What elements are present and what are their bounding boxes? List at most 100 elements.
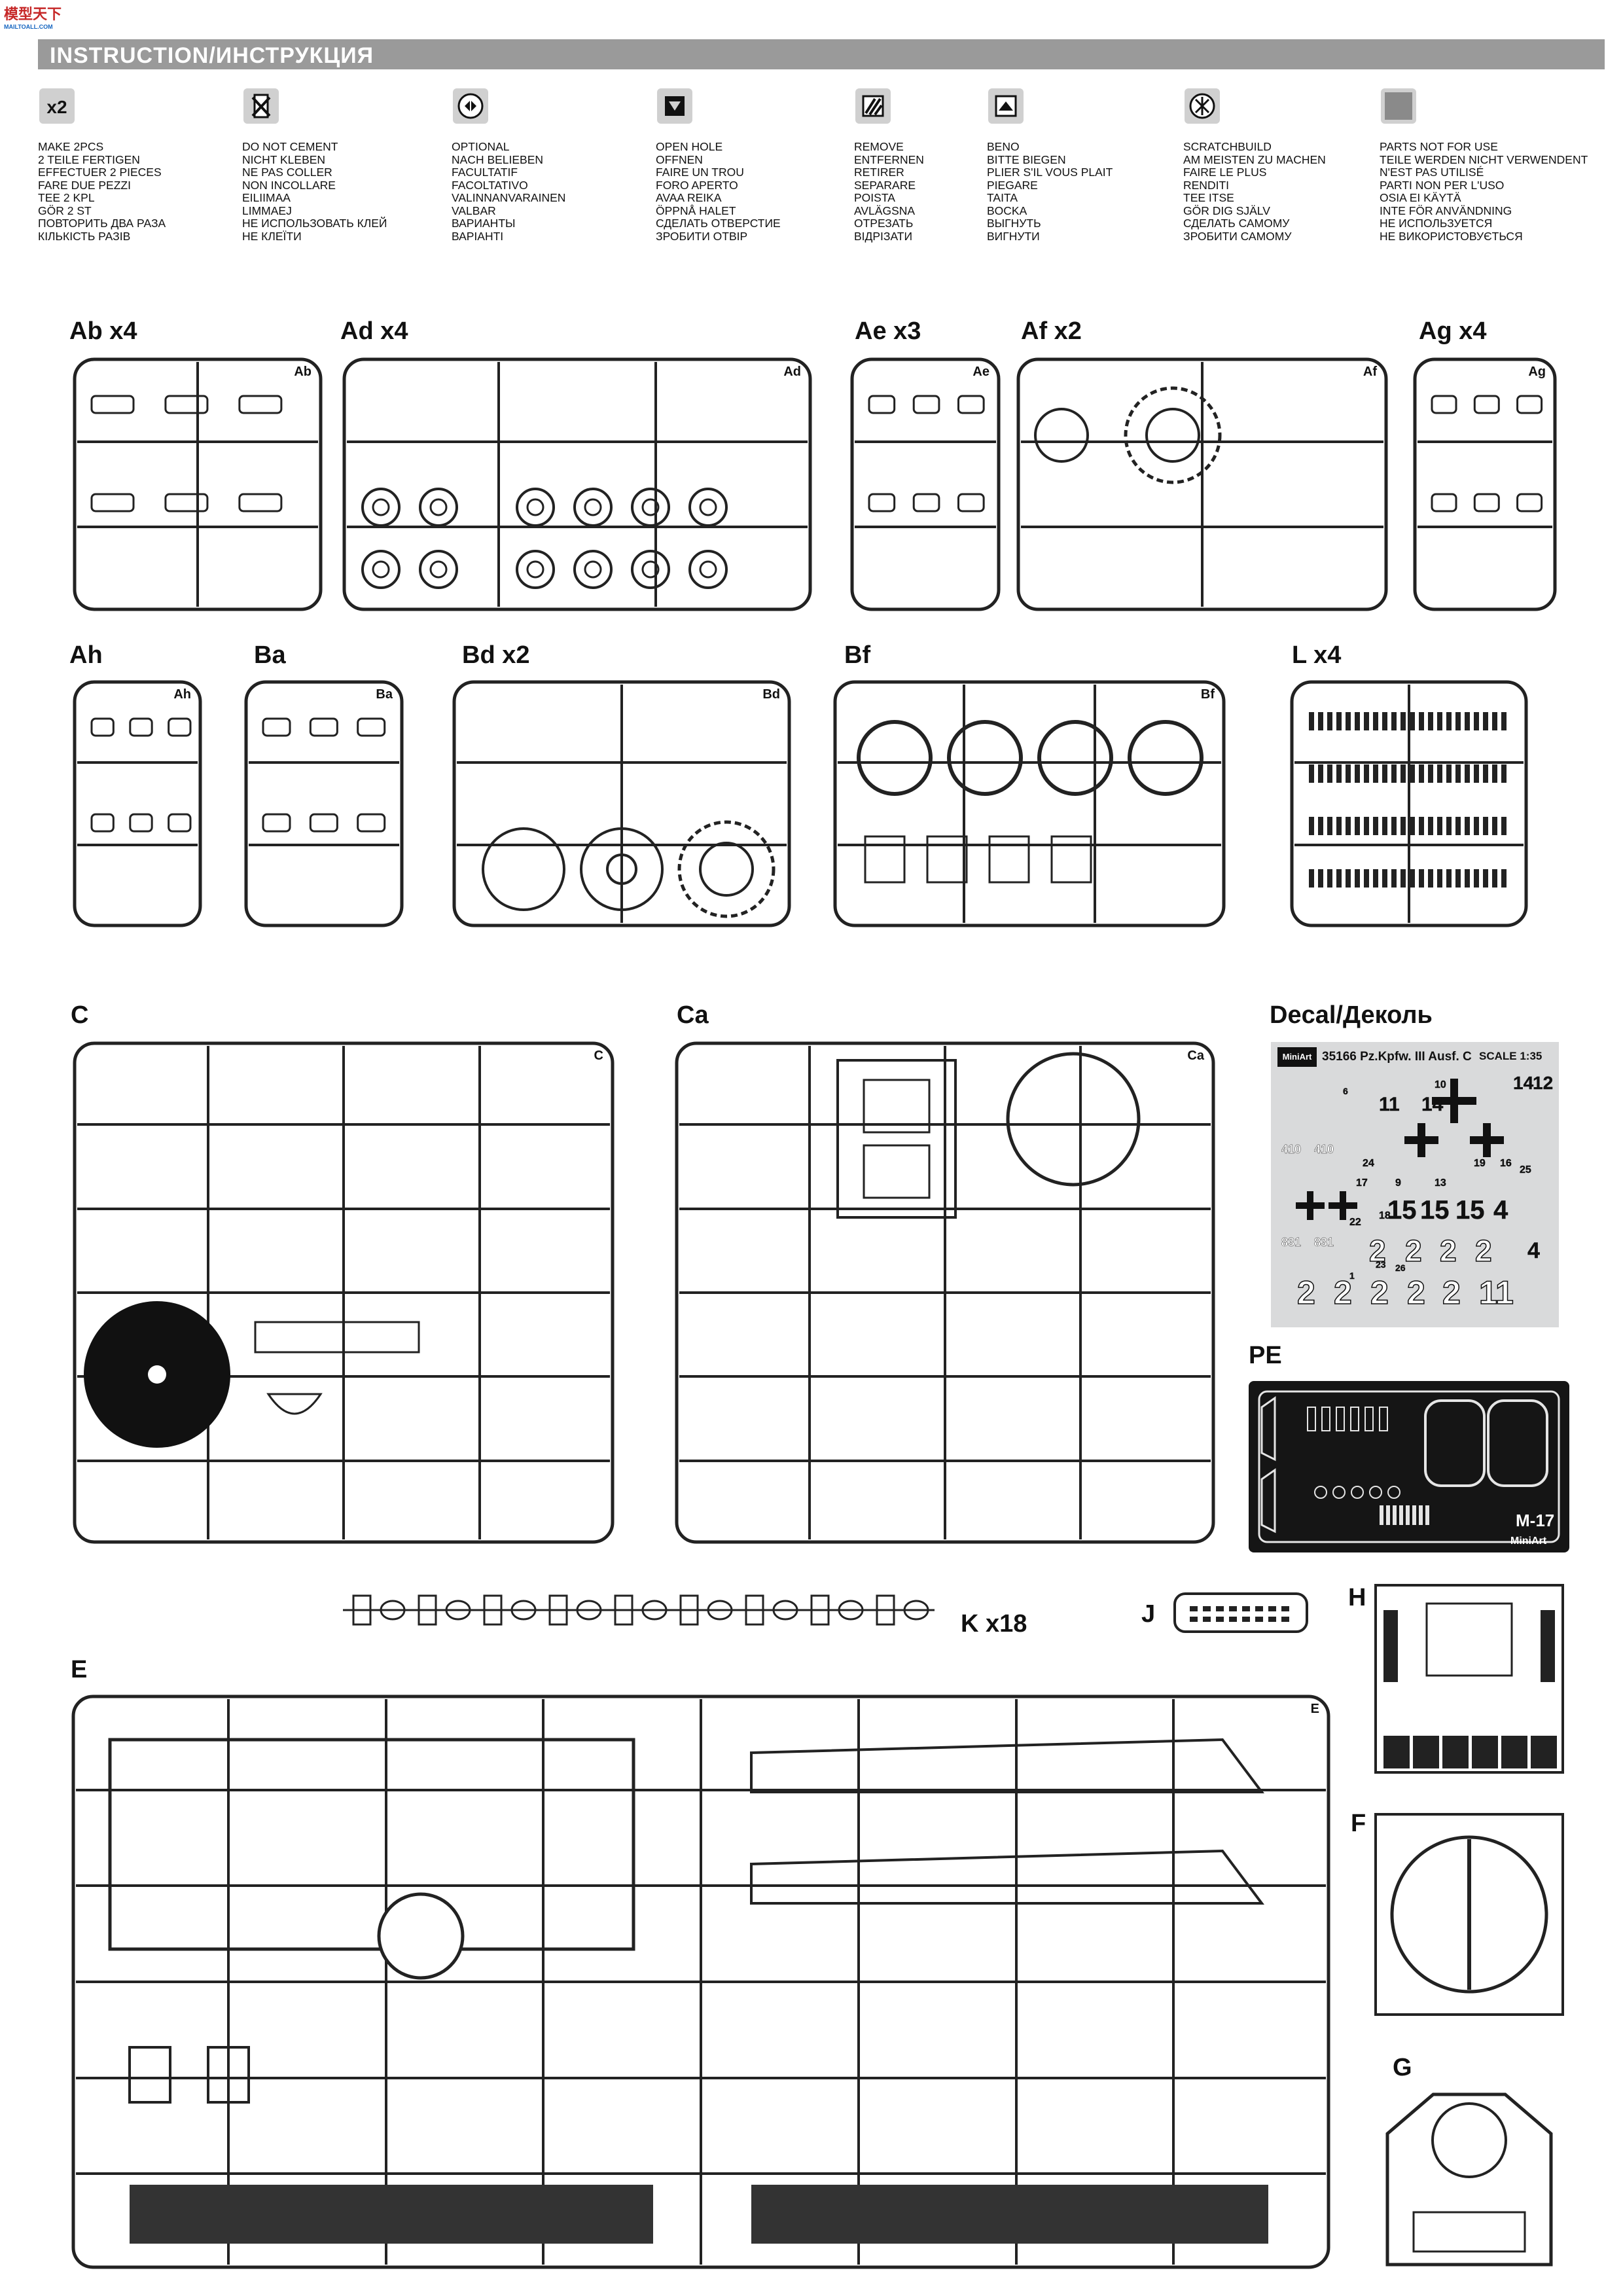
legend-line: FACULTATIF	[452, 166, 518, 179]
sprue-label-h: H	[1348, 1584, 1366, 1611]
decal-number: 12	[1533, 1073, 1553, 1093]
decal-number: 18	[1379, 1210, 1391, 1221]
parts-not-for-use-icon	[1381, 88, 1416, 124]
sprue-outline	[73, 680, 202, 927]
pe-parts	[1258, 1390, 1560, 1543]
legend-line: ВАРІАНТІ	[452, 229, 504, 243]
sprue-label-g: G	[1393, 2054, 1412, 2081]
sprue-label-ad: Ad x4	[340, 317, 408, 345]
legend-line: ВЫГНУТЬ	[987, 217, 1041, 230]
banner-title: INSTRUCTION/ИНСТРУКЦИЯ	[50, 43, 374, 68]
legend-line: ВАРИАНТЫ	[452, 217, 516, 230]
decal-number: 2	[1297, 1274, 1315, 1311]
sprue-frame-ae: Ae	[849, 357, 1001, 612]
decal-number: 11	[1379, 1094, 1400, 1115]
legend-line: PLIER S'IL VOUS PLAIT	[987, 166, 1113, 179]
sprue-tag: Ca	[1187, 1049, 1204, 1063]
sprue-outline	[833, 680, 1226, 927]
decal-number: 2	[1334, 1274, 1352, 1311]
sprue-outline	[1413, 357, 1557, 611]
svg-text:x2: x2	[46, 97, 67, 117]
decal-number: 25	[1520, 1164, 1531, 1175]
sprue-tag: C	[594, 1049, 603, 1063]
sprue-tag: Ab	[294, 365, 312, 379]
sprue-frame-ah: Ah	[72, 679, 203, 928]
sprue-label-c: C	[71, 1001, 89, 1029]
legend-line: НЕ ИСПОЛЬЗОВАТЬ КЛЕЙ	[242, 217, 387, 230]
legend-line: TEILE WERDEN NICHT VERWENDENT	[1380, 152, 1588, 166]
legend-line: BITTE BIEGEN	[987, 152, 1066, 166]
decal-header: 35166 Pz.Kpfw. III Ausf. C	[1322, 1050, 1472, 1064]
sprue-frame-ag: Ag	[1412, 357, 1558, 612]
legend-line: FARE DUE PEZZI	[38, 178, 131, 192]
legend-line: OPTIONAL	[452, 140, 510, 153]
legend-line: SCRATCHBUILD	[1183, 140, 1272, 153]
legend-line: MAKE 2pcs	[38, 140, 104, 153]
legend-line: НЕ ИСПОЛЬЗУЕТСЯ	[1380, 217, 1493, 230]
legend-line: FAIRE UN TROU	[656, 166, 744, 179]
decal-number: 22	[1349, 1217, 1361, 1228]
decal-number: 831	[1281, 1236, 1301, 1249]
legend-line: RENDITI	[1183, 178, 1229, 192]
legend-line: OFFNEN	[656, 152, 703, 166]
sprue-frame-ca: Ca	[674, 1041, 1216, 1545]
sprue-tag: Bd	[762, 687, 780, 702]
sprue-frame-l	[1289, 679, 1529, 928]
sprue-frame-f	[1374, 1813, 1564, 2016]
legend-line: ЗРОБИТИ САМОМУ	[1183, 229, 1292, 243]
sprue-tag: Ae	[972, 365, 990, 379]
sprue-outline	[1016, 357, 1388, 611]
decal-number: 2	[1370, 1274, 1389, 1311]
decal-number: 15	[1387, 1196, 1417, 1225]
legend-line: INTE FÖR ANVÄNDNING	[1380, 204, 1512, 217]
legend-line: ПОВТОРИТЬ ДВА РАЗА	[38, 217, 166, 230]
sprue-tag: Ba	[376, 687, 393, 702]
decal-number: 6	[1343, 1086, 1348, 1096]
remove-icon	[855, 88, 891, 124]
decal-sheet: MiniArt 35166 Pz.Kpfw. III Ausf. C SCALE…	[1271, 1042, 1559, 1327]
sprue-frame-j	[1173, 1592, 1309, 1634]
legend-line: GÖR DIG SJÄLV	[1183, 204, 1270, 217]
legend-line: AVLÄGSNA	[854, 204, 916, 217]
legend-line: EILIIMAA	[242, 191, 291, 204]
sprue-outline	[71, 1695, 1330, 2269]
sprue-label-j: J	[1141, 1600, 1156, 1628]
decal-number: 10	[1435, 1079, 1446, 1090]
legend-line: TEE ITSE	[1183, 191, 1234, 204]
sprue-frame-h	[1374, 1584, 1564, 1774]
sprue-outline	[73, 1041, 615, 1544]
decal-logo: MiniArt	[1277, 1047, 1317, 1067]
sprue-frame-bd: Bd	[452, 679, 792, 928]
sprue-tag: Ag	[1528, 365, 1546, 379]
legend-line: TAITA	[987, 191, 1018, 204]
bend-icon	[988, 88, 1024, 124]
legend-line: AVAA REIKA	[656, 191, 722, 204]
legend-line: PIEGARE	[987, 178, 1038, 192]
decal-number: 4	[1527, 1238, 1540, 1263]
sprue-outline	[452, 680, 791, 927]
legend-line: DO NOT CEMENT	[242, 140, 338, 153]
decal-number: 11	[1479, 1274, 1514, 1311]
decal-scale: SCALE 1:35	[1479, 1050, 1543, 1062]
decal-number: 16	[1500, 1158, 1512, 1169]
sprue-frame-g	[1374, 2081, 1564, 2278]
sprue-frame-c: C	[72, 1041, 615, 1545]
sprue-outline	[675, 1041, 1215, 1544]
legend-line: AM MEISTEN ZU MACHEN	[1183, 152, 1326, 166]
decal-number: 1	[1349, 1270, 1355, 1281]
sprue-label-e: E	[71, 1656, 88, 1683]
watermark-url: MAILTOALL.COM	[4, 24, 53, 30]
open-hole-icon	[657, 88, 692, 124]
sprue-label-af: Af x2	[1021, 317, 1082, 345]
